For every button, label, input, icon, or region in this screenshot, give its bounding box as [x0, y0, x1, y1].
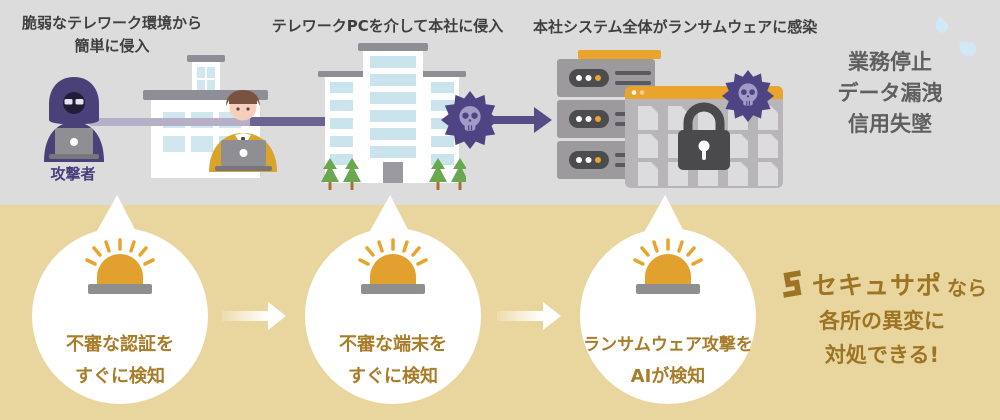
connector-house-to-office	[250, 117, 332, 126]
sweat-drops-icon	[935, 16, 977, 57]
virus-gear-skull-icon	[441, 91, 499, 149]
padlock-icon	[678, 102, 730, 170]
brand-suffix: なら	[947, 276, 987, 300]
caption-weak-telework: 脆弱なテレワーク環境から 簡単に侵入	[22, 12, 202, 58]
hacker-figure	[44, 77, 104, 162]
detection-step-auth-line2: すぐに検知	[75, 366, 165, 387]
detection-step-ransomware: ランサムウェア攻撃を AIが検知	[580, 228, 756, 404]
detection-step-ransomware-line1: ランサムウェア攻撃を	[583, 335, 753, 355]
detection-step-device-line2: すぐに検知	[348, 366, 438, 387]
caption-weak-telework-line1: 脆弱なテレワーク環境から	[22, 14, 203, 32]
detection-step-auth-line1: 不審な認証を	[66, 334, 174, 355]
caption-weak-telework-line2: 簡単に侵入	[74, 37, 150, 55]
detection-step-ransomware-line2: AIが検知	[630, 366, 706, 387]
alarm-siren-icon	[85, 238, 155, 296]
brand-message-line3: 対処できる!	[824, 343, 940, 367]
brand-name: セキュサポ	[811, 271, 942, 300]
detection-step-device: 不審な端末を すぐに検知	[305, 228, 481, 404]
consequence-list: 業務停止 データ漏洩 信用失墜	[810, 47, 970, 140]
virus-gear-skull-icon	[722, 70, 774, 122]
alarm-siren-icon	[633, 238, 703, 296]
attack-scenario-section: 脆弱なテレワーク環境から 簡単に侵入 テレワークPCを介して本社に侵入 本社シス…	[0, 0, 1000, 205]
next-step-arrow-icon	[497, 302, 561, 330]
attacker-label: 攻撃者	[50, 165, 96, 183]
caption-intrusion-via-pc: テレワークPCを介して本社に侵入	[271, 17, 504, 35]
alarm-siren-icon	[358, 238, 428, 296]
detection-step-device-line1: 不審な端末を	[339, 334, 447, 355]
brand-message-line2: 各所の異変に	[819, 309, 945, 333]
brand-message-block: セキュサポ なら 各所の異変に 対処できる!	[768, 266, 996, 370]
office-building-illustration	[318, 43, 466, 190]
infection-arrow-icon	[492, 107, 552, 133]
next-step-arrow-icon	[222, 302, 286, 330]
detection-step-auth: 不審な認証を すぐに検知	[32, 228, 208, 404]
telework-user-figure	[209, 90, 277, 172]
consequence-trust-loss: 信用失墜	[848, 112, 932, 136]
secusapo-s-logo-icon	[782, 270, 802, 298]
consequence-data-leak: データ漏洩	[837, 81, 943, 105]
caption-system-infected: 本社システム全体がランサムウェアに感染	[533, 18, 818, 36]
connector-attacker-to-house	[88, 118, 262, 126]
consequence-business-stop: 業務停止	[848, 50, 932, 74]
